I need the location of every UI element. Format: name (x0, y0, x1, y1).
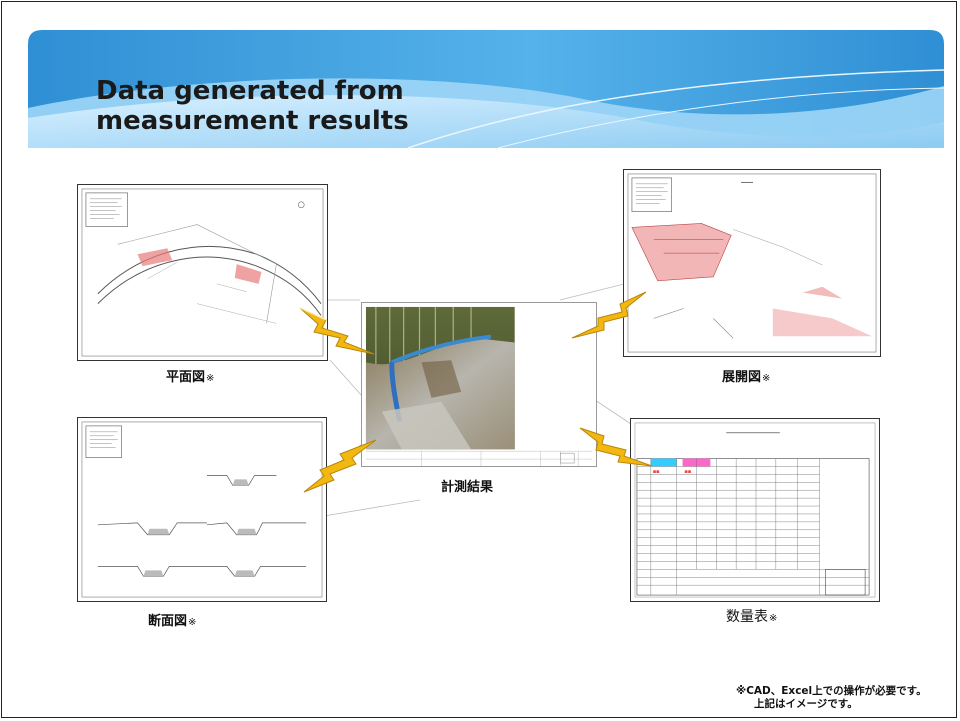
plan-drawing (77, 184, 328, 361)
title-banner (28, 30, 944, 148)
caption-quantity-text: 数量表 (726, 609, 768, 625)
caption-center: 計測結果 (441, 476, 493, 495)
measurement-result-photo (361, 302, 597, 467)
caption-plan: 平面図※ (166, 366, 214, 385)
footnote-line-2: 上記はイメージです。 (754, 698, 858, 710)
caption-section: 断面図※ (148, 610, 196, 629)
caption-section-mark: ※ (188, 617, 197, 628)
caption-section-text: 断面図 (148, 614, 188, 629)
caption-development-mark: ※ (762, 373, 771, 384)
caption-plan-text: 平面図 (166, 370, 206, 385)
caption-center-text: 計測結果 (441, 480, 494, 495)
quantity-table: ■■ ■■ (630, 418, 880, 602)
title-line-1: Data generated from (96, 76, 404, 106)
caption-plan-mark: ※ (206, 373, 215, 384)
footnote: ※CAD、Excel上での操作が必要です。 上記はイメージです。 (736, 685, 927, 711)
svg-text:━━━━: ━━━━ (740, 180, 754, 186)
development-drawing: ━━━━ (623, 169, 881, 357)
svg-text:■■: ■■ (653, 469, 660, 473)
caption-quantity-mark: ※ (769, 613, 778, 624)
caption-quantity: 数量表※ (726, 606, 777, 626)
lightning-bolt-icon (303, 439, 377, 493)
svg-text:■■: ■■ (685, 469, 692, 473)
section-drawing (77, 417, 327, 602)
caption-development: 展開図※ (722, 366, 770, 385)
title-line-2: measurement results (96, 106, 409, 136)
caption-development-text: 展開図 (722, 370, 762, 385)
footnote-line-1: ※CAD、Excel上での操作が必要です。 (736, 685, 927, 697)
lightning-bolt-icon (299, 307, 375, 355)
lightning-bolt-icon (579, 427, 653, 467)
slide-title: Data generated from measurement results (96, 76, 496, 136)
lightning-bolt-icon (571, 291, 647, 339)
